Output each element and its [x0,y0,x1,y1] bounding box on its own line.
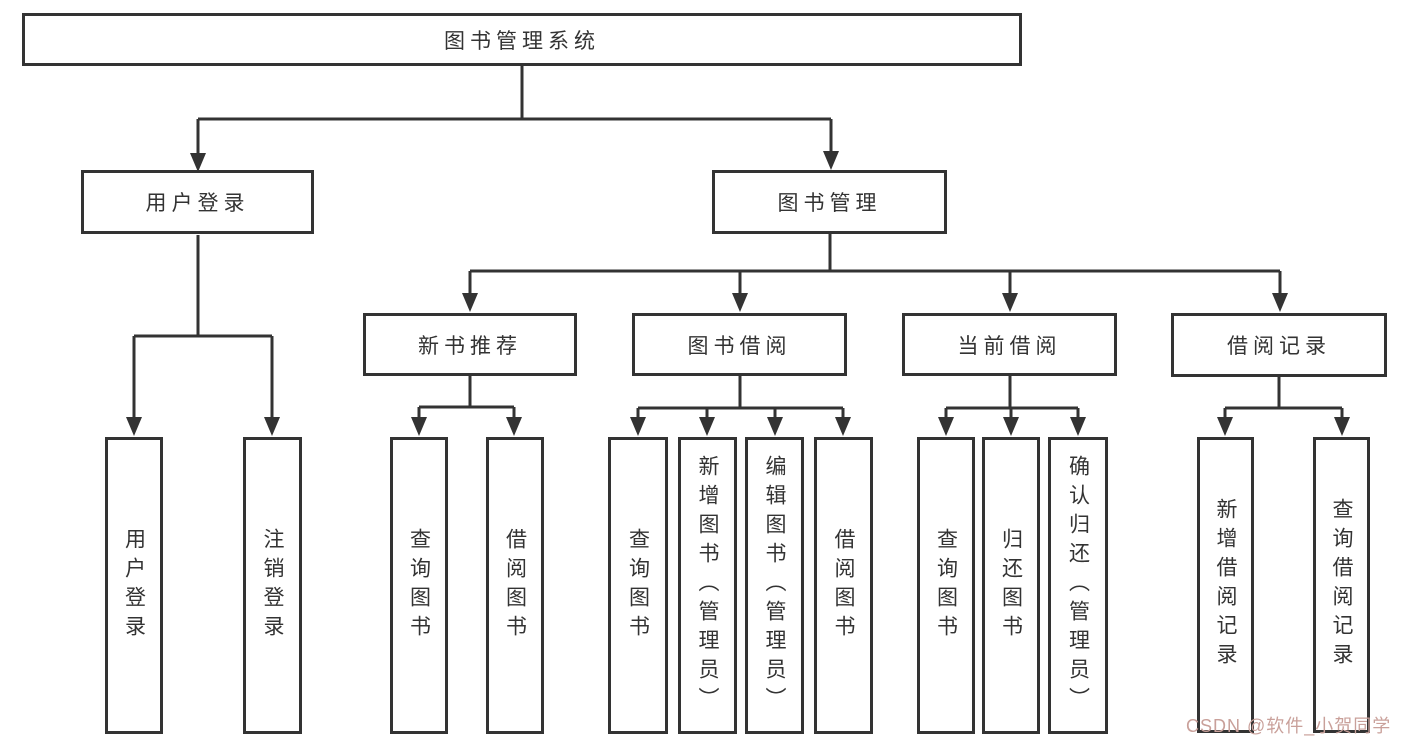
node-book-borrowing: 图书借阅 [632,313,847,376]
node-new-book-recommend: 新书推荐 [363,313,577,376]
arrowheads [126,151,1350,436]
leaf-add-borrow-record: 新增借阅记录 [1197,437,1254,733]
leaf-query-borrow-record: 查询借阅记录 [1313,437,1370,733]
node-library-management-system: 图书管理系统 [22,13,1022,66]
leaf-return-book: 归还图书 [982,437,1040,734]
leaf-query-books-current: 查询图书 [917,437,975,734]
leaf-edit-book-admin: 编辑图书（管理员） [745,437,804,734]
leaf-user-login: 用户登录 [105,437,163,734]
leaf-borrow-books: 借阅图书 [814,437,873,734]
node-user-login-group: 用户登录 [81,170,314,234]
csdn-watermark: CSDN @软件_小贺同学 [1186,716,1392,736]
leaf-borrow-books-recommend: 借阅图书 [486,437,544,734]
node-borrowing-records: 借阅记录 [1171,313,1387,377]
node-book-management: 图书管理 [712,170,947,234]
leaf-add-book-admin: 新增图书（管理员） [678,437,737,734]
leaf-logout: 注销登录 [243,437,302,734]
node-current-borrowing: 当前借阅 [902,313,1117,376]
leaf-confirm-return-admin: 确认归还（管理员） [1048,437,1108,734]
leaf-query-books-borrowing: 查询图书 [608,437,668,734]
leaf-query-books-recommend: 查询图书 [390,437,448,734]
